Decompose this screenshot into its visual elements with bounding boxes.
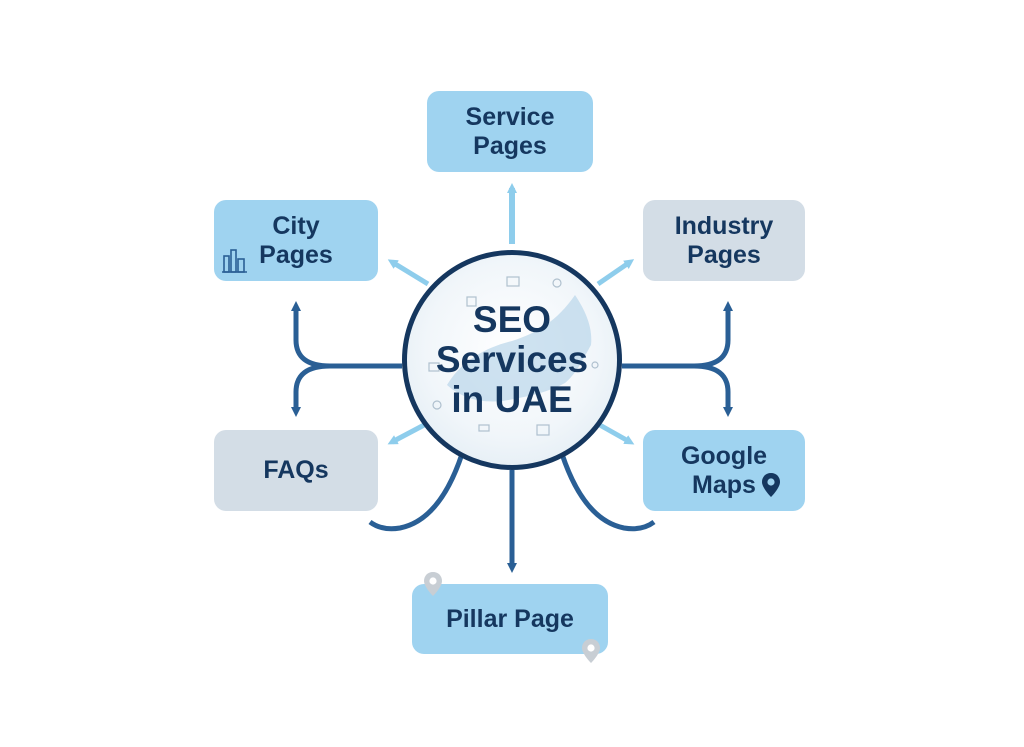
- hub-seo-services[interactable]: SEO Services in UAE: [402, 250, 622, 470]
- location-pin-icon: [582, 639, 600, 663]
- node-faqs[interactable]: FAQs: [214, 430, 378, 511]
- arrow-to-google-maps: [596, 421, 635, 445]
- left-branch-line-lower: [291, 363, 331, 417]
- node-industry-pages[interactable]: Industry Pages: [643, 200, 805, 281]
- arrow-to-faqs: [387, 421, 428, 445]
- node-faqs-label: FAQs: [263, 456, 329, 484]
- node-city-pages[interactable]: City Pages: [214, 200, 378, 281]
- city-skyline-icon: [222, 249, 247, 273]
- node-industry-pages-label: Industry Pages: [674, 211, 774, 269]
- left-branch-line: [291, 301, 402, 369]
- node-service-pages-label: Service Pages: [465, 102, 555, 160]
- bottom-left-curve: [368, 453, 465, 532]
- node-pillar-page-label: Pillar Page: [446, 604, 574, 633]
- node-service-pages[interactable]: Service Pages: [427, 91, 593, 172]
- uae-map-icon: [428, 276, 599, 436]
- right-branch-line-lower: [693, 363, 733, 417]
- bottom-right-curve: [559, 453, 656, 532]
- arrow-to-industry-pages: [596, 259, 635, 287]
- node-google-maps[interactable]: Google Maps: [643, 430, 805, 511]
- node-pillar-page[interactable]: Pillar Page: [412, 584, 608, 654]
- location-pin-icon: [424, 572, 442, 596]
- right-branch-line: [622, 301, 733, 369]
- arrow-to-city-pages: [387, 259, 430, 287]
- location-pin-icon: [762, 473, 780, 497]
- node-city-pages-label: City Pages: [259, 211, 333, 269]
- node-google-maps-label: Google Maps: [680, 441, 768, 499]
- hub-title: SEO Services in UAE: [435, 299, 589, 420]
